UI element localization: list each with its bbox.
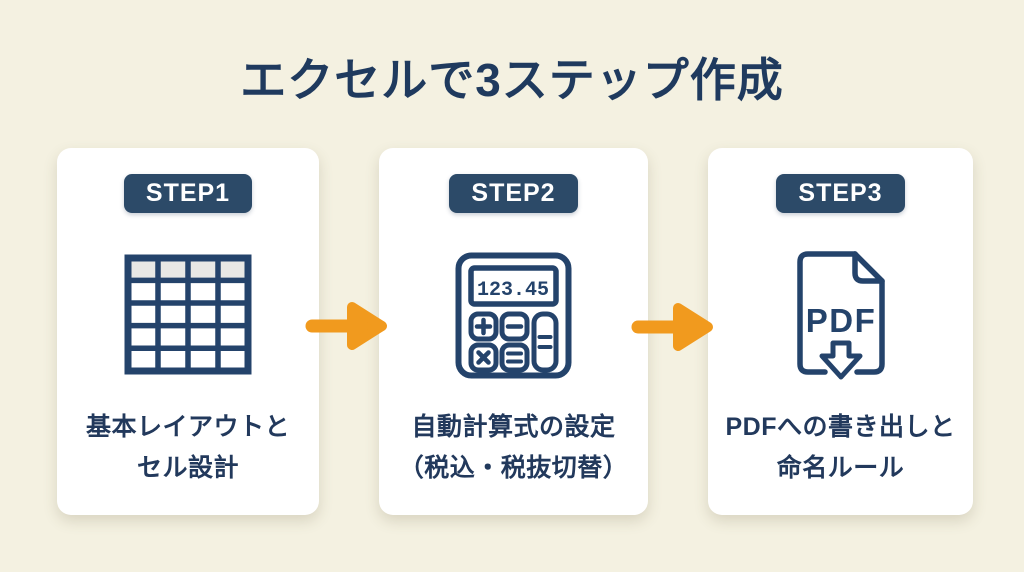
step2-card: STEP2 123.45 bbox=[379, 148, 648, 515]
step3-caption-line1: PDFへの書き出しと bbox=[725, 413, 956, 441]
step1-caption: 基本レイアウトと セル設計 bbox=[86, 407, 290, 488]
step1-badge: STEP1 bbox=[123, 174, 253, 213]
step1-caption-line2: セル設計 bbox=[136, 453, 239, 482]
right-arrow-icon bbox=[631, 303, 713, 351]
step1-caption-line1: 基本レイアウトと bbox=[85, 413, 290, 441]
step2-caption-line2: （税込・税抜切替） bbox=[398, 453, 629, 482]
step2-icon-wrap: 123.45 bbox=[455, 245, 572, 385]
step2-caption: 自動計算式の設定 （税込・税抜切替） bbox=[399, 407, 629, 488]
pdf-export-icon: PDF bbox=[796, 250, 885, 379]
step2-caption-line1: 自動計算式の設定 bbox=[411, 413, 616, 441]
step1-card: STEP1 基本レイアウトと セル設計 bbox=[57, 148, 319, 515]
right-arrow-icon bbox=[305, 302, 387, 350]
spreadsheet-grid-icon bbox=[124, 254, 252, 375]
calculator-display-value: 123.45 bbox=[477, 279, 549, 302]
step3-badge: STEP3 bbox=[776, 174, 905, 213]
step3-icon-wrap: PDF bbox=[793, 245, 889, 385]
page-title: エクセルで3ステップ作成 bbox=[240, 54, 784, 106]
step3-card: STEP3 PDF PDFへの書き出しと 命名ルール bbox=[708, 148, 973, 515]
step3-caption-line2: 命名ルール bbox=[776, 453, 905, 482]
step2-badge: STEP2 bbox=[449, 174, 578, 213]
calculator-icon: 123.45 bbox=[455, 252, 572, 378]
step3-caption: PDFへの書き出しと 命名ルール bbox=[725, 407, 955, 488]
pdf-label: PDF bbox=[805, 302, 876, 339]
step1-icon-wrap bbox=[124, 245, 252, 385]
